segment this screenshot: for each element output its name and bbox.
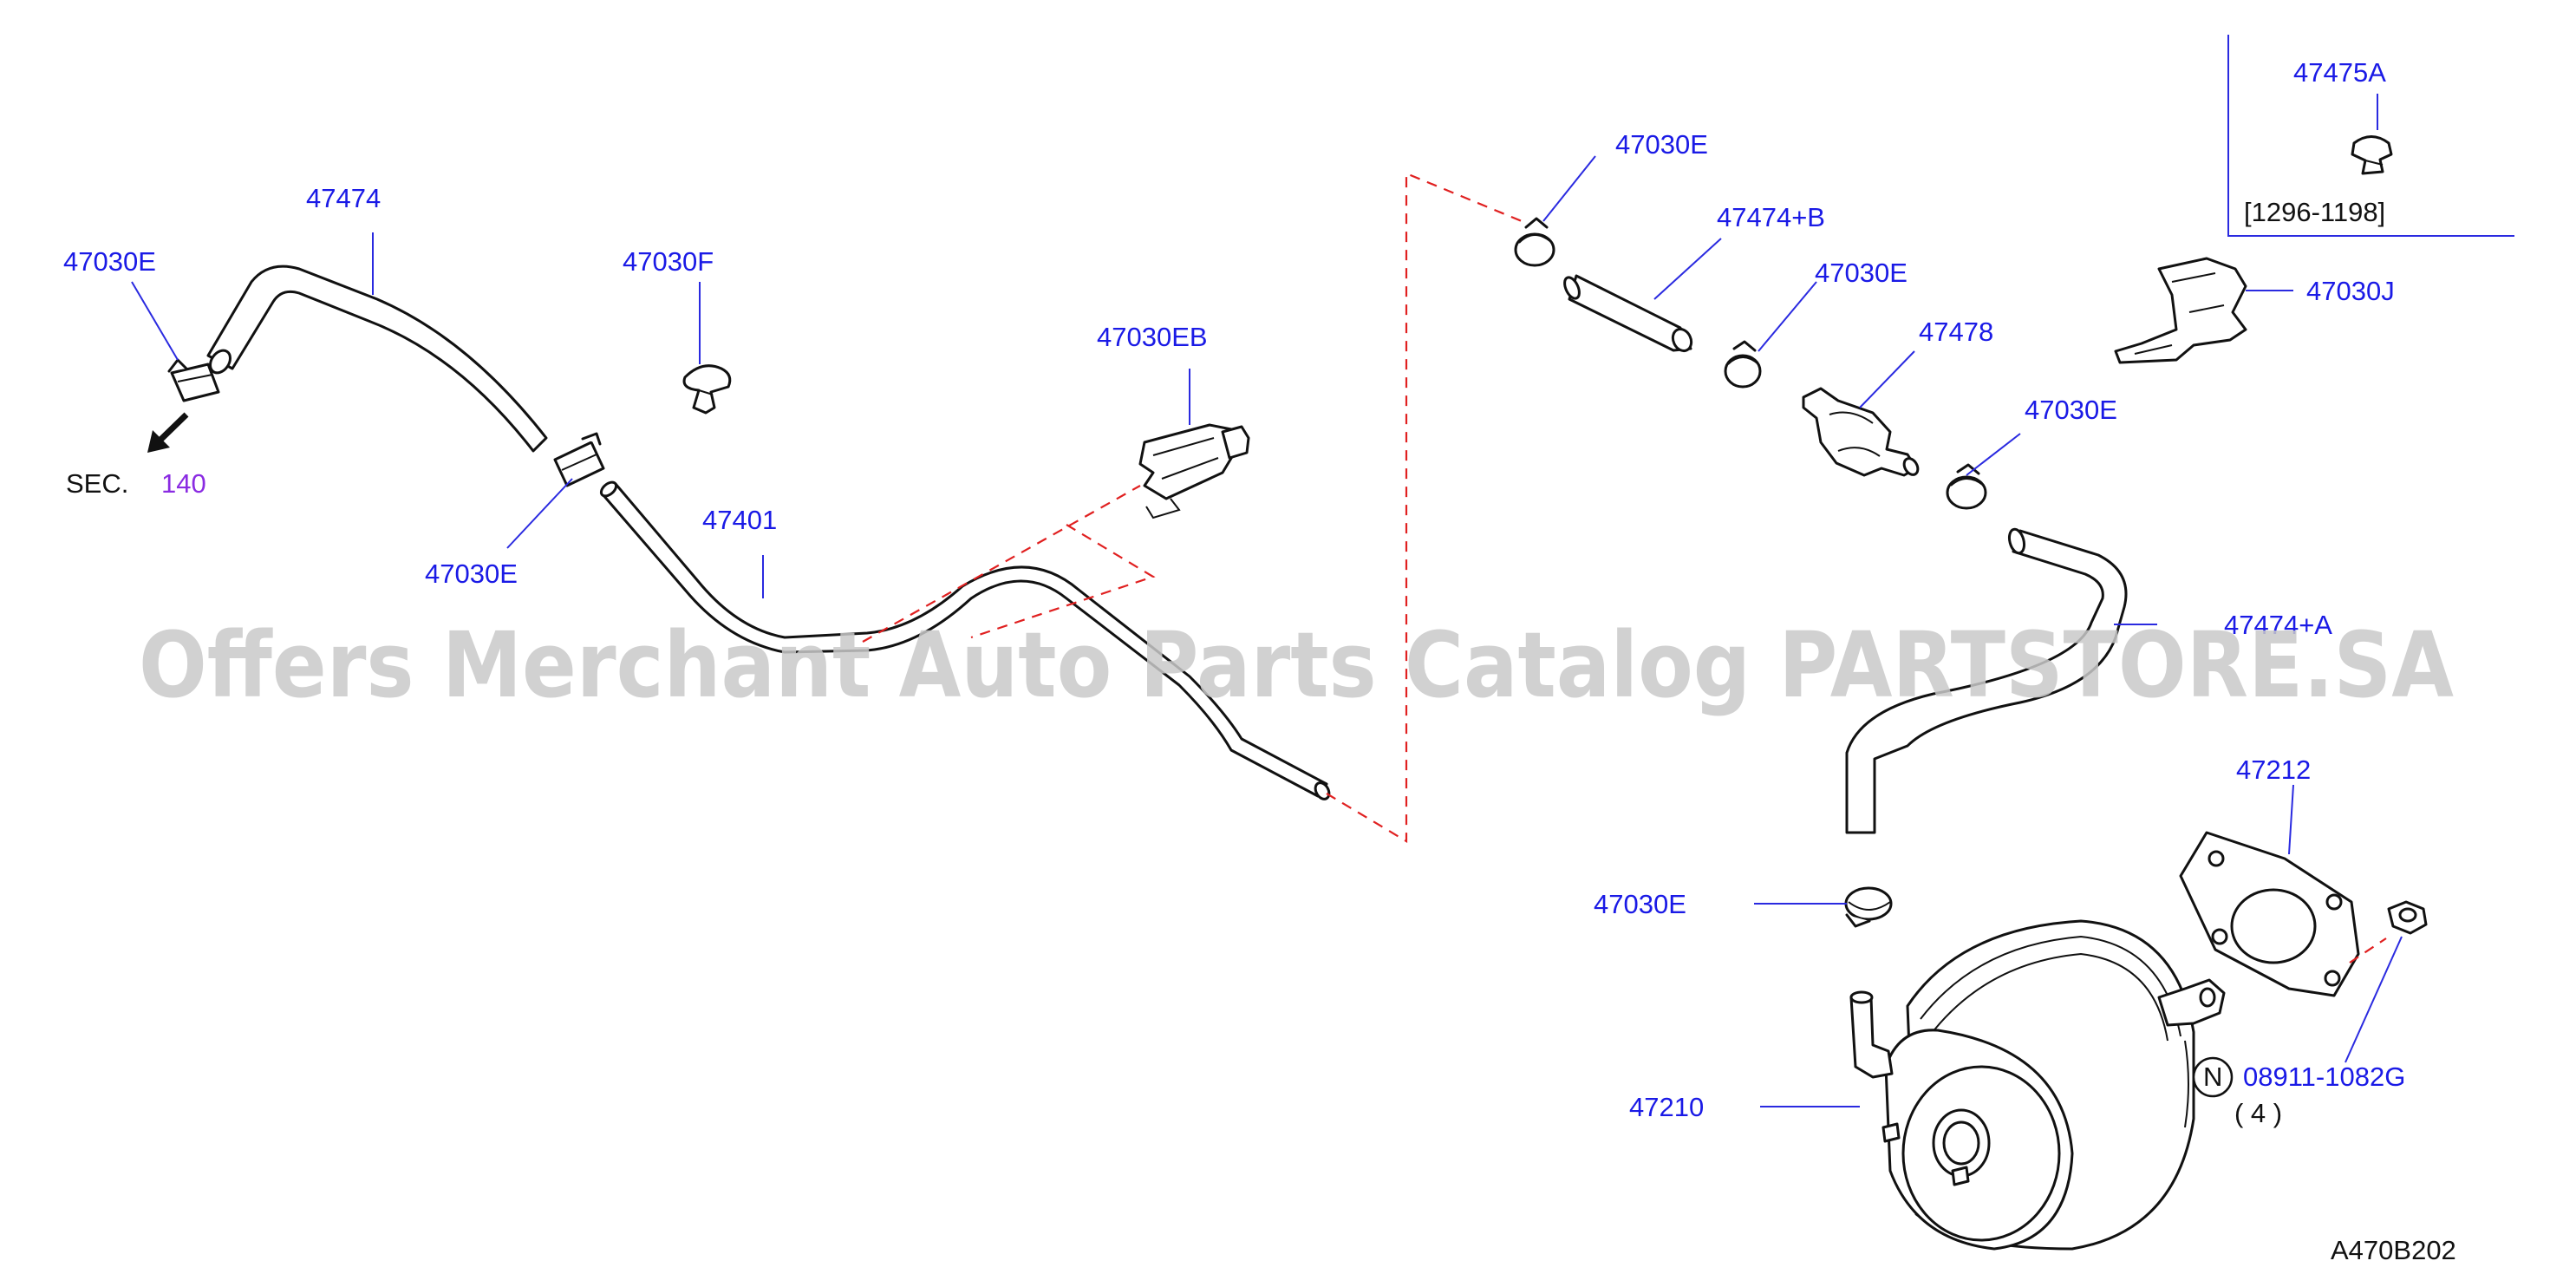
- label-47474b[interactable]: 47474+B: [1717, 202, 1825, 232]
- label-47210[interactable]: 47210: [1629, 1092, 1704, 1122]
- label-47401[interactable]: 47401: [702, 505, 777, 535]
- check-valve-47478[interactable]: [1802, 387, 1921, 477]
- label-47030eb[interactable]: 47030EB: [1097, 322, 1208, 352]
- clip-47030eb[interactable]: [1138, 423, 1250, 519]
- label-47474[interactable]: 47474: [306, 183, 381, 213]
- hose-47474[interactable]: [206, 265, 548, 453]
- label-08911-1082g[interactable]: 08911-1082G: [2243, 1062, 2405, 1092]
- nut-08911-1082g[interactable]: [2387, 900, 2428, 935]
- label-range: [1296-1198]: [2244, 197, 2385, 227]
- label-47030e-lower[interactable]: 47030E: [1594, 889, 1686, 919]
- label-47030e-center-3[interactable]: 47030E: [2025, 395, 2117, 425]
- clip-47030f[interactable]: [682, 364, 732, 415]
- clip-47475a[interactable]: [2351, 135, 2393, 175]
- tube-47474b[interactable]: [1562, 274, 1694, 354]
- hose-47474a[interactable]: [1845, 527, 2128, 834]
- n-symbol-circle: [2192, 1056, 2234, 1098]
- label-n-symbol: N: [2203, 1062, 2222, 1092]
- clamp-47030e-left-mid[interactable]: [553, 432, 605, 487]
- brake-booster-47210[interactable]: [1849, 919, 2226, 1251]
- watermark: Offers Merchant Auto Parts Catalog PARTS…: [139, 612, 2454, 718]
- label-47030f[interactable]: 47030F: [623, 246, 714, 277]
- inset-frame: [2227, 35, 2514, 237]
- clamp-47030e-center-2[interactable]: [1724, 340, 1762, 389]
- label-47030e-center-2[interactable]: 47030E: [1815, 258, 1908, 288]
- gasket-47212[interactable]: [2179, 831, 2360, 997]
- label-sec: SEC.: [66, 468, 128, 499]
- label-47475a[interactable]: 47475A: [2293, 57, 2386, 88]
- label-47030j[interactable]: 47030J: [2306, 276, 2395, 306]
- label-47030e-left-top[interactable]: 47030E: [63, 246, 156, 277]
- clamp-47030e-center-3[interactable]: [1946, 463, 1987, 510]
- label-47030e-left-mid[interactable]: 47030E: [425, 559, 518, 589]
- clamp-47030e-left-top[interactable]: [167, 358, 220, 402]
- sec-arrow-icon: [147, 412, 189, 453]
- clip-47030j[interactable]: [2114, 257, 2247, 364]
- label-47474a[interactable]: 47474+A: [2224, 610, 2332, 640]
- label-47030e-center-1[interactable]: 47030E: [1615, 129, 1708, 160]
- leader-lines: [131, 94, 2403, 1107]
- label-47478[interactable]: 47478: [1919, 317, 1993, 347]
- label-47212[interactable]: 47212: [2236, 755, 2311, 785]
- label-quantity: ( 4 ): [2234, 1098, 2282, 1128]
- clamp-47030e-lower[interactable]: [1844, 886, 1893, 928]
- clamp-47030e-center-1[interactable]: [1514, 217, 1555, 267]
- part-labels: 47474 47030E 47030F 47030EB 47030E 47401…: [63, 57, 2456, 1265]
- label-sec-140[interactable]: 140: [161, 468, 206, 499]
- label-diagram-id: A470B202: [2331, 1235, 2456, 1265]
